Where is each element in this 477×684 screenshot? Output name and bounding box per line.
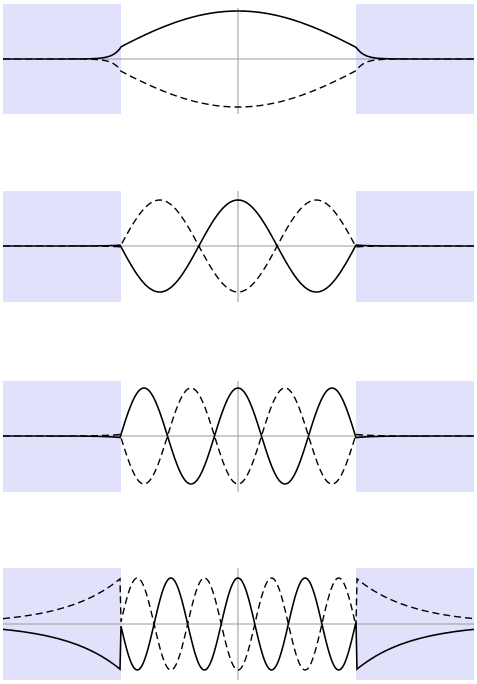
panel-1-solid-curve xyxy=(3,10,474,60)
panel-4-solid-curve xyxy=(2,577,475,671)
panel-2-solid-curve xyxy=(3,199,474,293)
panel-4-dashed-curve xyxy=(2,577,475,671)
panel-3-solid-curve xyxy=(3,387,474,485)
